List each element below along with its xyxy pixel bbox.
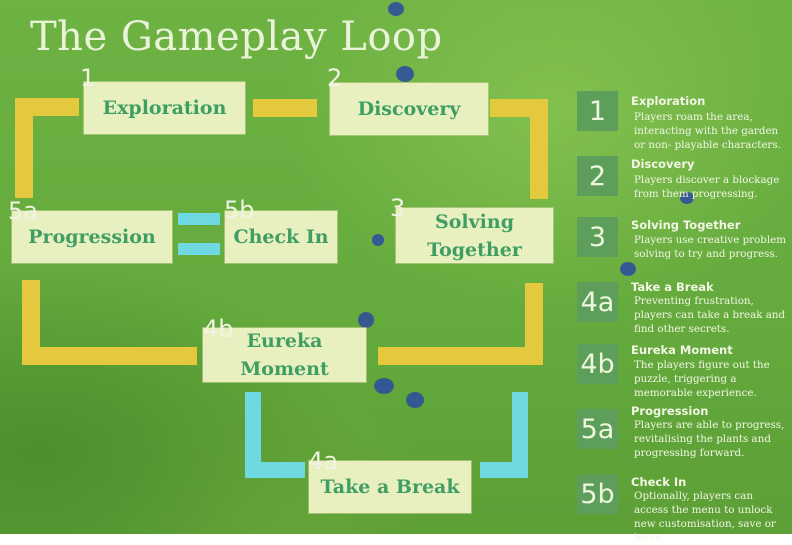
node-eureka-moment: Eureka Moment xyxy=(203,328,366,382)
node-label: Progression xyxy=(28,226,156,248)
loop-connector xyxy=(22,347,197,365)
node-label: Exploration xyxy=(102,97,227,119)
legend-title: Solving Together xyxy=(631,218,741,232)
node-label: Eureka Moment xyxy=(240,330,329,380)
node-number: 4b xyxy=(203,315,234,343)
berry-decoration xyxy=(396,66,414,82)
berry-decoration xyxy=(680,192,694,204)
legend-title: Take a Break xyxy=(631,280,714,294)
node-label: Solving Together xyxy=(427,210,522,261)
legend-title: Progression xyxy=(631,404,709,418)
node-label: Discovery xyxy=(357,98,461,120)
node-label: Take a Break xyxy=(320,476,460,498)
legend-description: Optionally, players can access the menu … xyxy=(634,490,776,544)
node-label: Check In xyxy=(233,226,329,248)
loop-connector xyxy=(15,98,33,198)
legend-title: Eureka Moment xyxy=(631,343,733,357)
node-exploration: Exploration xyxy=(84,82,245,134)
node-number: 5b xyxy=(224,196,255,224)
loop-connector xyxy=(530,99,548,199)
node-take-a-break: Take a Break xyxy=(309,461,471,513)
berry-decoration xyxy=(388,2,404,16)
berry-decoration xyxy=(358,312,374,328)
node-solving-together: Solving Together xyxy=(396,208,553,263)
berry-decoration xyxy=(374,378,394,394)
legend-description: Players are able to progress, revitalisi… xyxy=(634,419,785,459)
break-connector xyxy=(245,392,261,477)
page-title: The Gameplay Loop xyxy=(30,14,443,60)
legend-title: Discovery xyxy=(631,157,695,171)
loop-connector xyxy=(22,280,40,365)
break-connector xyxy=(480,462,528,478)
legend-title: Exploration xyxy=(631,94,706,108)
break-connector xyxy=(512,392,528,477)
node-discovery: Discovery xyxy=(330,83,488,135)
node-number: 2 xyxy=(327,64,343,92)
legend-description: Players use creative problem solving to … xyxy=(634,234,787,260)
legend-number: 5b xyxy=(577,474,618,514)
node-number: 3 xyxy=(390,194,406,222)
node-check-in: Check In xyxy=(225,211,337,263)
node-number: 5a xyxy=(8,197,38,225)
equals-connector xyxy=(178,213,220,225)
berry-decoration xyxy=(620,262,636,276)
loop-connector xyxy=(525,283,543,365)
equals-connector xyxy=(178,243,220,255)
legend-description: Players roam the area, interacting with … xyxy=(634,111,781,151)
legend-number: 5a xyxy=(577,409,618,449)
node-progression: Progression xyxy=(12,211,172,263)
node-number: 1 xyxy=(80,64,96,92)
legend-number: 2 xyxy=(577,156,618,196)
legend-number: 1 xyxy=(577,91,618,131)
break-connector xyxy=(245,462,305,478)
legend-description: The players figure out the puzzle, trigg… xyxy=(634,359,770,399)
legend-description: Players discover a blockage from them pr… xyxy=(634,174,780,200)
legend-description: Preventing frustration, players can take… xyxy=(634,295,786,335)
legend-number: 3 xyxy=(577,217,618,257)
berry-decoration xyxy=(406,392,424,408)
berry-decoration xyxy=(372,234,384,246)
legend-title: Check In xyxy=(631,475,687,489)
node-number: 4a xyxy=(308,447,338,475)
loop-connector xyxy=(378,347,543,365)
legend-number: 4a xyxy=(577,282,618,322)
legend-number: 4b xyxy=(577,344,618,384)
loop-connector xyxy=(253,99,317,117)
